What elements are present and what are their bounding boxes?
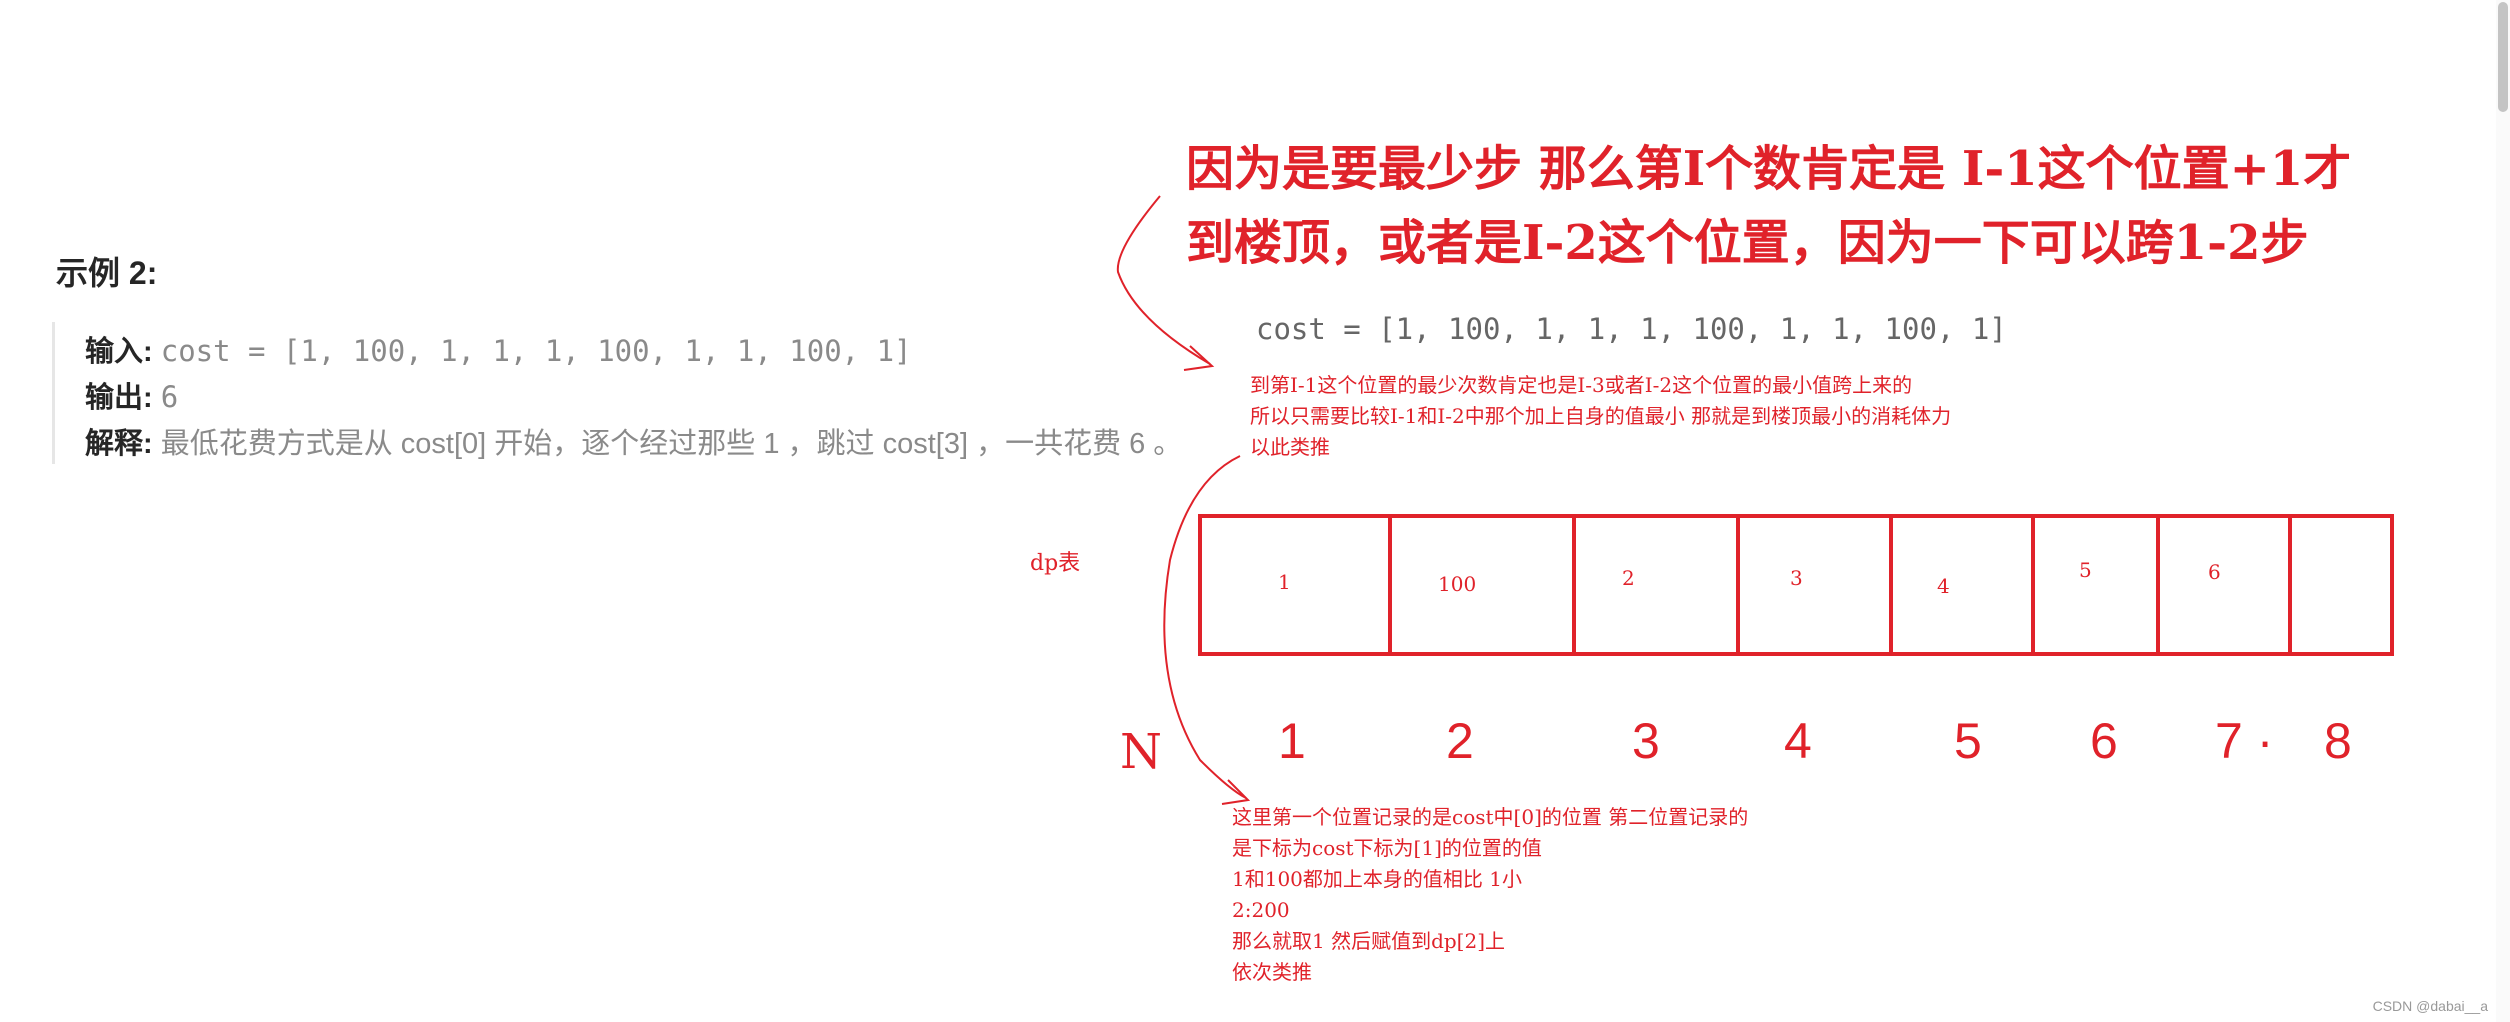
watermark: CSDN @dabai__a — [2372, 998, 2488, 1014]
note-top: 到第I-1这个位置的最少次数肯定也是I-3或者I-2这个位置的最小值跨上来的 所… — [1250, 370, 1951, 463]
explain-label: 解释: — [85, 428, 153, 460]
example-block: 输入: cost = [1, 100, 1, 1, 1, 100, 1, 1, … — [52, 322, 1255, 464]
arrow-headline-to-cost — [1116, 195, 1211, 365]
note-top-line: 以此类推 — [1250, 435, 1330, 459]
arrow-note-to-bottom — [1163, 455, 1247, 799]
dp-cell: 2 — [1576, 518, 1740, 652]
note-bottom: 这里第一个位置记录的是cost中[0]的位置 第二位置记录的 是下标为cost下… — [1232, 802, 1748, 988]
dp-cell: 3 — [1740, 518, 1893, 652]
example-output-line: 输出: 6 — [85, 374, 178, 416]
n-label: N — [1120, 724, 1162, 780]
example-input-line: 输入: cost = [1, 100, 1, 1, 1, 100, 1, 1, … — [85, 328, 912, 370]
dp-cell-value: 100 — [1438, 572, 1477, 596]
dp-index-label: 5 — [1954, 713, 1982, 769]
dp-index-label: 1 — [1278, 713, 1306, 769]
dp-cell-value: 5 — [2079, 558, 2092, 582]
dp-cell: 1 — [1202, 518, 1392, 652]
output-value: 6 — [160, 380, 179, 414]
dp-cell: 100 — [1392, 518, 1576, 652]
output-label: 输出: — [85, 382, 153, 414]
dp-index-label: 2 — [1446, 713, 1474, 769]
headline-line: 到楼顶，或者是I-2这个位置，因为一下可以跨1-2步 — [1186, 215, 2309, 271]
example-title: 示例 2: — [56, 255, 158, 291]
input-label: 输入: — [85, 336, 153, 368]
dp-cell-value: 3 — [1790, 566, 1803, 590]
dp-cell: 6 — [2160, 518, 2292, 652]
cost-array-line: cost = [1, 100, 1, 1, 1, 100, 1, 1, 100,… — [1256, 312, 2007, 346]
note-bottom-line: 1和100都加上本身的值相比 1小 — [1232, 867, 1522, 891]
dp-cell: 4 — [1893, 518, 2035, 652]
example-explain-line: 解释: 最低花费方式是从 cost[0] 开始，逐个经过那些 1 ，跳过 cos… — [85, 420, 1182, 462]
note-bottom-line: 那么就取1 然后赋值到dp[2]上 — [1232, 929, 1506, 953]
explain-value: 最低花费方式是从 cost[0] 开始，逐个经过那些 1 ，跳过 cost[3]… — [160, 428, 1183, 460]
dp-index-label: 6 — [2090, 713, 2118, 769]
dp-index-label: 4 — [1784, 713, 1812, 769]
scrollbar-thumb[interactable] — [2498, 2, 2508, 112]
note-bottom-line: 2:200 — [1232, 898, 1290, 922]
note-bottom-line: 依次类推 — [1232, 960, 1312, 984]
dp-cell-value: 6 — [2208, 560, 2221, 584]
dp-table-label: dp表 — [1030, 551, 1081, 576]
dp-cell-value: 4 — [1937, 574, 1950, 598]
note-top-line: 所以只需要比较I-1和I-2中那个加上自身的值最小 那就是到楼顶最小的消耗体力 — [1250, 404, 1952, 428]
arrow-head — [1183, 345, 1215, 371]
dp-cell-value: 2 — [1622, 566, 1635, 590]
dp-index-label: 8 — [2324, 713, 2352, 769]
headline-annotation: 因为是要最少步 那么第I个数肯定是 I-1这个位置+1才 到楼顶，或者是I-2这… — [1186, 132, 2486, 280]
note-bottom-line: 这里第一个位置记录的是cost中[0]的位置 第二位置记录的 — [1232, 805, 1749, 829]
input-value: cost = [1, 100, 1, 1, 1, 100, 1, 1, 100,… — [160, 334, 912, 368]
dp-index-label: 7 · — [2215, 713, 2274, 769]
arrow-head — [1221, 779, 1251, 805]
note-bottom-line: 是下标为cost下标为[1]的位置的值 — [1232, 836, 1542, 860]
scrollbar-track[interactable] — [2496, 0, 2510, 1022]
headline-line: 因为是要最少步 那么第I个数肯定是 I-1这个位置+1才 — [1186, 141, 2352, 197]
dp-index-label: 3 — [1632, 713, 1660, 769]
dp-cell-value: 1 — [1278, 570, 1291, 594]
dp-table: 1 100 2 3 4 5 6 — [1198, 514, 2394, 656]
dp-cell: 5 — [2035, 518, 2160, 652]
note-top-line: 到第I-1这个位置的最少次数肯定也是I-3或者I-2这个位置的最小值跨上来的 — [1250, 373, 1913, 397]
